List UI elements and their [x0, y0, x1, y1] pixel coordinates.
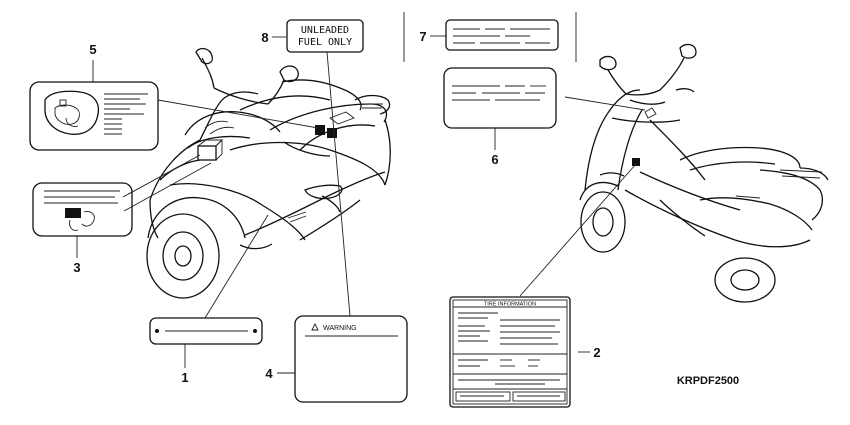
callout-7: 7	[419, 29, 426, 44]
label-4-warning: WARNING	[294, 315, 408, 403]
callout-6: 6	[491, 152, 498, 167]
tire-information-title: TIRE INFORMATION	[484, 302, 536, 308]
label-5	[29, 81, 159, 151]
callout-1: 1	[181, 370, 188, 385]
label-6	[443, 67, 557, 129]
fuel-label-line1: UNLEADED	[301, 25, 349, 36]
label-7	[445, 19, 559, 51]
label-3	[32, 182, 133, 237]
label-1-plate	[149, 317, 263, 345]
warning-text: WARNING	[323, 325, 357, 332]
label-8-unleaded-fuel: UNLEADED FUEL ONLY	[286, 19, 364, 53]
leader-lines	[76, 12, 646, 374]
callout-3: 3	[73, 260, 80, 275]
fuel-label-line2: FUEL ONLY	[298, 37, 352, 48]
left-scooter-illustration	[146, 47, 391, 299]
callout-numbers: 1 2 3 4 5 6 7 8	[73, 29, 600, 385]
diagram-code: KRPDF2500	[677, 375, 739, 387]
label-2-tire-information: TIRE INFORMATION	[449, 296, 571, 408]
callout-5: 5	[89, 42, 96, 57]
right-scooter-illustration	[579, 43, 829, 303]
callout-4: 4	[265, 366, 273, 381]
callout-2: 2	[593, 345, 600, 360]
callout-8: 8	[261, 30, 268, 45]
